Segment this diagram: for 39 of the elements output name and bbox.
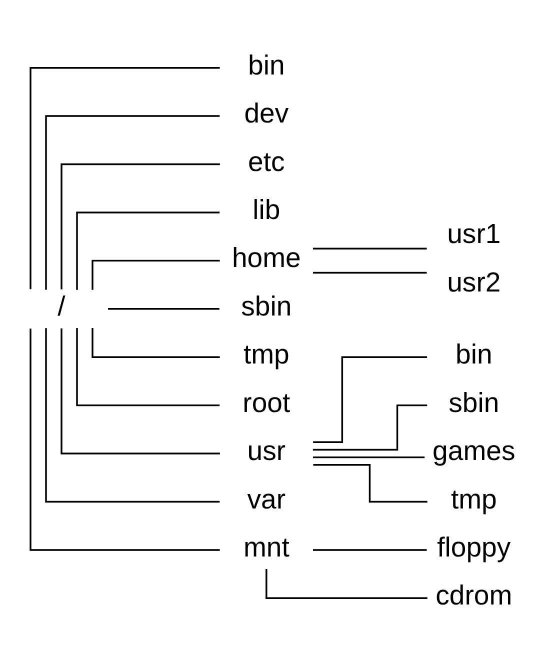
connector <box>30 66 220 289</box>
connector <box>313 356 428 443</box>
node-text: bin <box>248 48 285 80</box>
node-text: bin <box>456 338 492 370</box>
node-text: home <box>232 242 301 273</box>
connector <box>92 259 220 290</box>
node-text: cdrom <box>436 579 512 610</box>
node-text: root <box>242 386 290 418</box>
connector <box>76 327 220 406</box>
connector <box>108 308 220 310</box>
connector <box>266 568 428 599</box>
node-text: dev <box>244 97 289 128</box>
node-text: usr <box>247 434 286 466</box>
node-text: mnt <box>243 531 290 562</box>
connector <box>312 548 427 550</box>
connector <box>312 456 425 458</box>
node-text: sbin <box>241 290 292 321</box>
node-text: floppy <box>437 531 511 562</box>
connector <box>45 328 220 502</box>
node-text: tmp <box>450 482 497 514</box>
node-text: sbin <box>448 386 500 418</box>
node-text: usr1 <box>447 218 501 249</box>
node-text: / <box>58 290 66 321</box>
node-text: games <box>432 434 516 466</box>
connector <box>92 327 220 358</box>
node-text: etc <box>248 145 285 176</box>
connector <box>312 247 427 249</box>
node-text: lib <box>252 194 280 225</box>
connector <box>30 328 220 550</box>
connector <box>60 328 220 454</box>
connector <box>312 404 428 450</box>
node-text: var <box>247 482 286 514</box>
connector <box>45 114 220 290</box>
connector <box>76 211 220 290</box>
node-text: usr2 <box>447 266 501 297</box>
connector <box>313 464 428 502</box>
connector <box>60 162 220 289</box>
node-text: tmp <box>243 338 290 370</box>
connector <box>312 271 427 274</box>
